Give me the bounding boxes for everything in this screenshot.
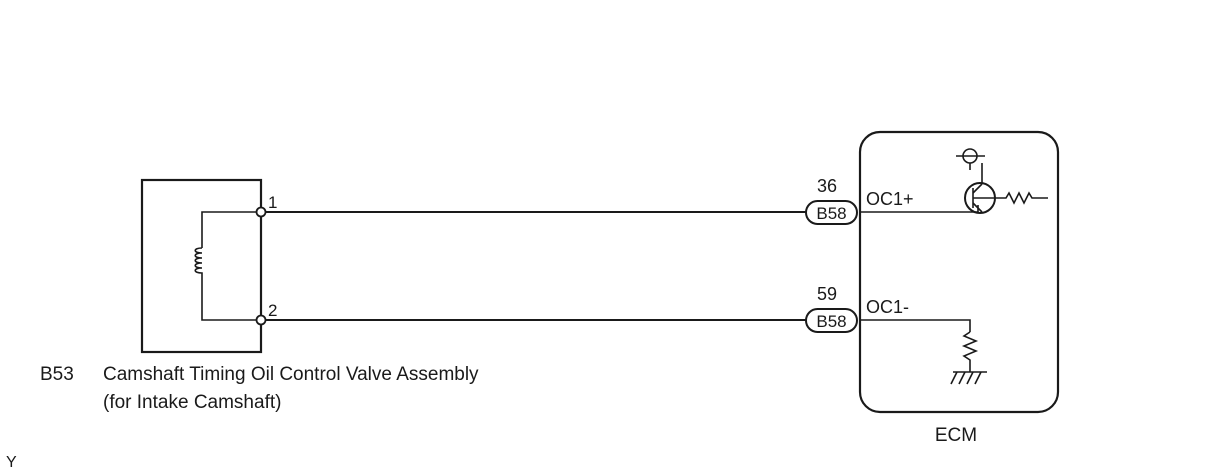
component-code: B53 xyxy=(40,364,74,385)
ecm-label: ECM xyxy=(935,425,977,446)
pin-2-terminal xyxy=(255,314,267,326)
component-subtitle: (for Intake Camshaft) xyxy=(103,392,281,413)
oc1-minus-internal-wire xyxy=(860,319,971,332)
valve-internal-wire xyxy=(201,211,261,321)
pin-1-terminal xyxy=(255,206,267,218)
footer-mark: Y xyxy=(6,454,17,471)
pin-1-label: 1 xyxy=(268,193,277,212)
ecm-box xyxy=(858,130,1060,414)
connector-b58-badge-top xyxy=(805,200,858,225)
transistor-icon xyxy=(964,182,996,214)
connector-b58-badge-bottom xyxy=(805,308,858,333)
pin-2-label: 2 xyxy=(268,301,277,320)
resistor-icon xyxy=(961,331,979,372)
coil-icon xyxy=(194,247,203,276)
connector-b58-label-bottom: B58 xyxy=(816,312,846,331)
resistor-icon xyxy=(995,191,1048,205)
component-name: Camshaft Timing Oil Control Valve Assemb… xyxy=(103,364,479,385)
connector-pin-59-number: 59 xyxy=(817,284,837,304)
connector-b58-label-top: B58 xyxy=(816,204,846,223)
signal-oc1-plus-label: OC1+ xyxy=(866,189,914,209)
power-supply-icon xyxy=(956,148,985,184)
signal-oc1-minus-label: OC1- xyxy=(866,297,909,317)
connector-pin-36-number: 36 xyxy=(817,176,837,196)
ground-icon xyxy=(950,371,987,385)
valve-assembly-box xyxy=(140,178,263,354)
